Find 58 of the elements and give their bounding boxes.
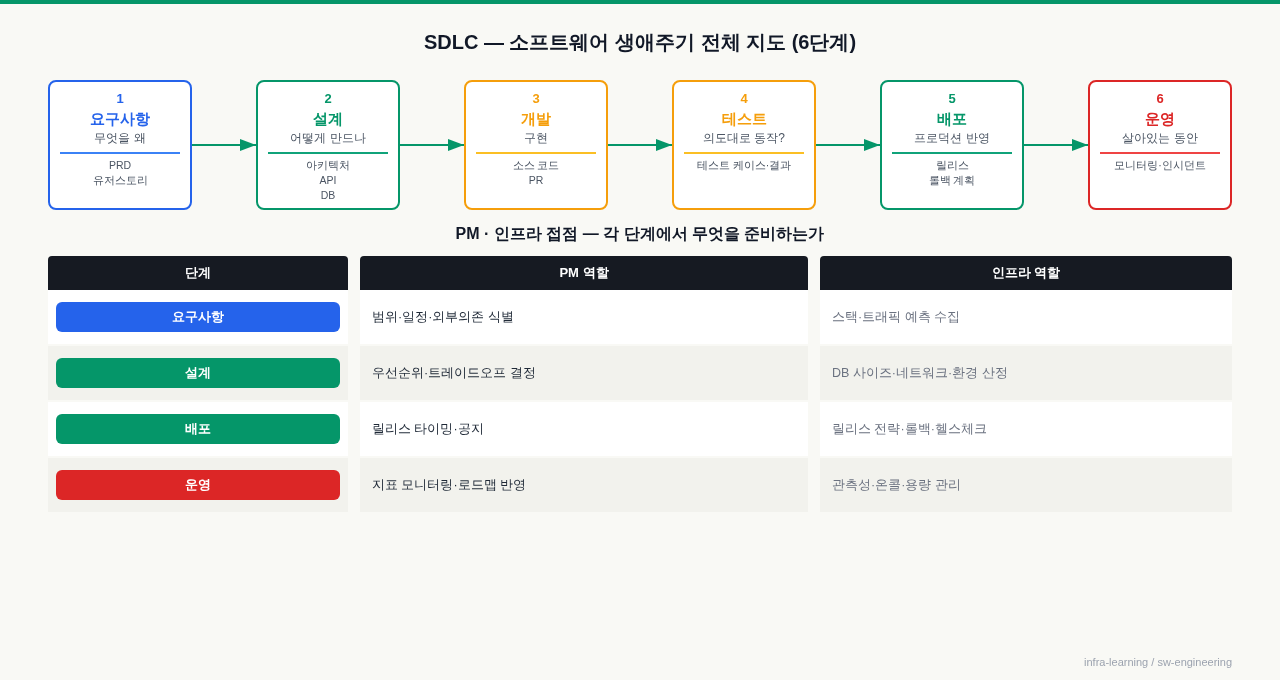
column-header: 단계	[48, 256, 348, 290]
stage-name: 운영	[1145, 109, 1175, 129]
deliverable: 유저스토리	[92, 173, 148, 188]
deliverable: PR	[528, 173, 544, 188]
stage-subtitle: 구현	[524, 130, 548, 147]
table-cell: 지표 모니터링·로드맵 반영	[360, 458, 808, 512]
deliverable: 롤백 계획	[928, 173, 976, 188]
stage-subtitle: 의도대로 동작?	[703, 130, 785, 147]
stage-box	[880, 80, 1024, 210]
arrow	[399, 139, 465, 151]
stage-subtitle: 어떻게 만드나	[290, 130, 366, 147]
stage-subtitle: 살아있는 동안	[1122, 130, 1198, 147]
arrow	[607, 139, 673, 151]
table-cell: 범위·일정·외부의존 식별	[360, 290, 808, 344]
stage-subtitle: 프로덕션 반영	[914, 130, 990, 147]
deliverable: PRD	[108, 158, 132, 173]
deliverable: DB	[320, 188, 336, 203]
stage-box	[464, 80, 608, 210]
step-number: 6	[1156, 90, 1164, 108]
deliverable: API	[319, 173, 337, 188]
column-header: PM 역할	[360, 256, 808, 290]
arrow	[815, 139, 881, 151]
stage-badge: 설계	[56, 358, 340, 388]
table-cell: DB 사이즈·네트워크·환경 산정	[820, 346, 1232, 400]
footer-note: infra-learning / sw-engineering	[1084, 655, 1232, 670]
stage-name: 배포	[937, 109, 967, 129]
stage-badge: 배포	[56, 414, 340, 444]
stage-name: 개발	[521, 109, 551, 129]
deliverable: 테스트 케이스·결과	[696, 158, 792, 173]
step-number: 4	[740, 90, 748, 108]
deliverable: 아키텍처	[306, 158, 350, 173]
stage-box	[256, 80, 400, 210]
table-cell: 관측성·온콜·용량 관리	[820, 458, 1232, 512]
arrow	[191, 139, 257, 151]
stage-name: 요구사항	[90, 109, 150, 129]
deliverable: 릴리스	[935, 158, 969, 173]
section-heading: PM · 인프라 접점 — 각 단계에서 무엇을 준비하는가	[454, 224, 826, 244]
column-header: 인프라 역할	[820, 256, 1232, 290]
table-cell: 우선순위·트레이드오프 결정	[360, 346, 808, 400]
deliverable: 모니터링·인시던트	[1114, 158, 1206, 173]
stage-badge: 요구사항	[56, 302, 340, 332]
stage-name: 설계	[313, 109, 343, 129]
stage-box	[48, 80, 192, 210]
arrow	[1023, 139, 1089, 151]
stage-badge: 운영	[56, 470, 340, 500]
table-cell: 스택·트래픽 예측 수집	[820, 290, 1232, 344]
deliverable: 소스 코드	[512, 158, 560, 173]
stage-subtitle: 무엇을 왜	[94, 130, 146, 147]
step-number: 2	[324, 90, 332, 108]
stage-box	[1088, 80, 1232, 210]
title: SDLC — 소프트웨어 생애주기 전체 지도 (6단계)	[422, 30, 858, 55]
step-number: 1	[116, 90, 124, 108]
stage-name: 테스트	[721, 109, 767, 129]
step-number: 3	[532, 90, 540, 108]
step-number: 5	[948, 90, 956, 108]
table-cell: 릴리스 전략·롤백·헬스체크	[820, 402, 1232, 456]
table-cell: 릴리스 타이밍·공지	[360, 402, 808, 456]
stage-box	[672, 80, 816, 210]
